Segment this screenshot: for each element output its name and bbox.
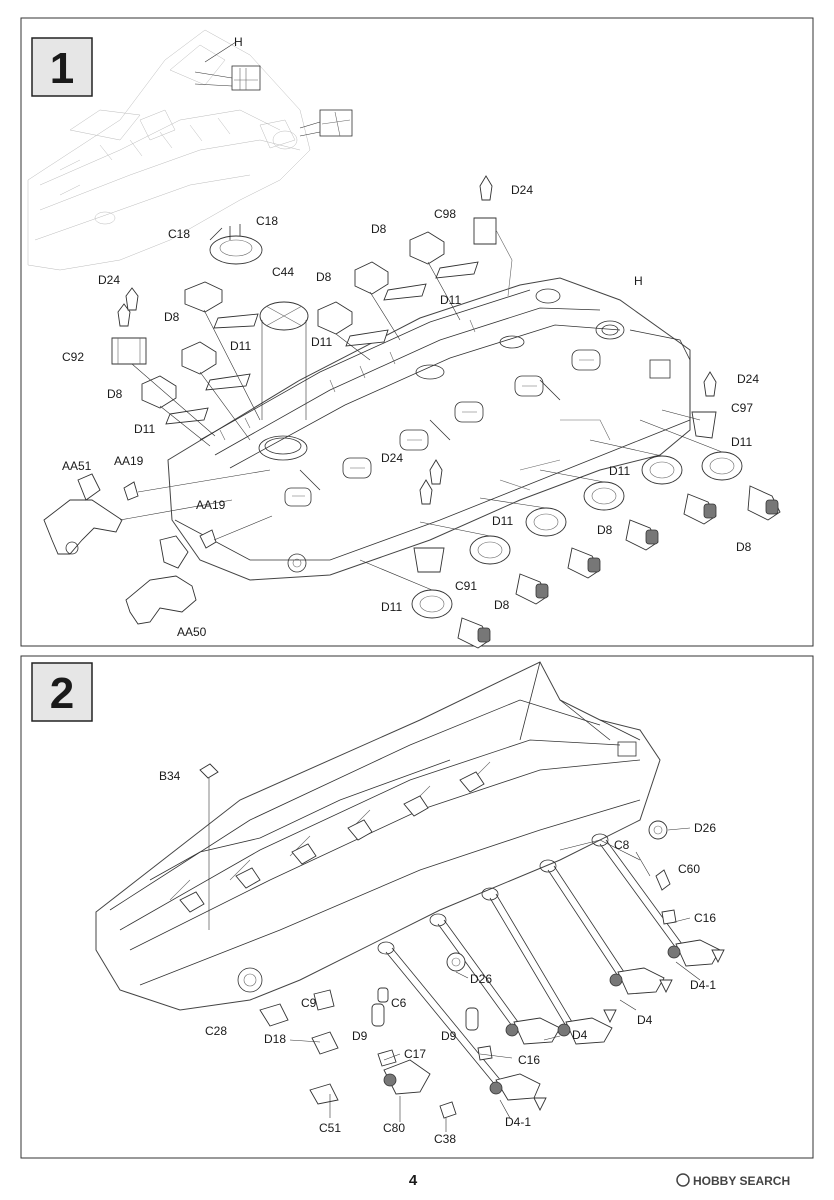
step-2-suspension [259,820,725,1132]
label-d8-e: D8 [597,523,613,537]
label-c6: C6 [391,996,407,1010]
watermark-text: HOBBY SEARCH [693,1174,790,1188]
label-d11-a: D11 [440,293,461,307]
label-d4-a: D4 [637,1013,653,1027]
label-d11-d: D11 [134,422,155,436]
step-2-frame [20,655,814,1159]
label-c18-a: C18 [256,214,278,228]
label-c28: C28 [205,1024,227,1038]
label-d8-f: D8 [736,540,752,554]
label-d9-b: D9 [441,1029,457,1043]
label-c91: C91 [455,579,477,593]
label-d11-e: D11 [731,435,752,449]
step-2-number-box: 2 [31,662,93,722]
label-aa51: AA51 [62,459,92,473]
label-d9-a: D9 [352,1029,368,1043]
label-h-top: H [234,35,243,49]
step-1-hull [167,277,691,581]
label-c16-b: C16 [518,1053,540,1067]
label-d26-b: D26 [470,972,492,986]
label-d8-a: D8 [371,222,387,236]
label-d24-c: D24 [737,372,759,386]
label-d4-b: D4 [572,1028,588,1042]
label-aa19-a: AA19 [114,454,144,468]
label-d11-g: D11 [492,514,513,528]
label-c92: C92 [62,350,84,364]
label-c97: C97 [731,401,753,415]
step-2-hull [95,661,661,1011]
label-b34: B34 [159,769,181,783]
label-d24-b: D24 [98,273,120,287]
watermark: HOBBY SEARCH [676,1173,790,1188]
label-d11-c: D11 [230,339,251,353]
step-1-aa-parts [43,469,273,625]
label-c80: C80 [383,1121,405,1135]
step-2-number: 2 [50,669,74,718]
label-d8-g: D8 [494,598,510,612]
label-aa19-b: AA19 [196,498,226,512]
step-1-right-parts [359,371,781,649]
step-1-upper-parts [111,175,513,447]
label-c17: C17 [404,1047,426,1061]
label-d8-c: D8 [164,310,180,324]
label-c9: C9 [301,996,317,1010]
label-c98: C98 [434,207,456,221]
label-c8: C8 [614,838,630,852]
step-1-inset-drawing [27,29,353,271]
label-d24-a: D24 [511,183,533,197]
label-d4-1-b: D4-1 [505,1115,531,1129]
label-c44: C44 [272,265,294,279]
label-d24-d: D24 [381,451,403,465]
label-c60: C60 [678,862,700,876]
label-d8-b: D8 [316,270,332,284]
label-d8-d: D8 [107,387,123,401]
part-c44 [209,224,309,420]
watermark-logo-icon [676,1173,690,1187]
label-d11-f: D11 [609,464,630,478]
step-1-number: 1 [50,44,74,93]
label-h-main: H [634,274,643,288]
label-c18-b: C18 [168,227,190,241]
label-d26-a: D26 [694,821,716,835]
step-2-labels: B34 D26 C8 C60 C16 D4-1 D26 C9 C6 D4 C28… [159,769,716,1146]
label-d11-b: D11 [311,335,332,349]
step-1-labels: H D24 C98 C18 C18 C44 D8 D11 D24 D8 H D8… [62,35,759,639]
label-d4-1-a: D4-1 [690,978,716,992]
label-c16-a: C16 [694,911,716,925]
label-d11-h: D11 [381,600,402,614]
label-d18: D18 [264,1032,286,1046]
step-1-number-box: 1 [31,37,93,97]
page-number: 4 [409,1172,418,1189]
label-c51: C51 [319,1121,341,1135]
label-aa50: AA50 [177,625,207,639]
step-1-frame [20,17,814,647]
label-c38: C38 [434,1132,456,1146]
